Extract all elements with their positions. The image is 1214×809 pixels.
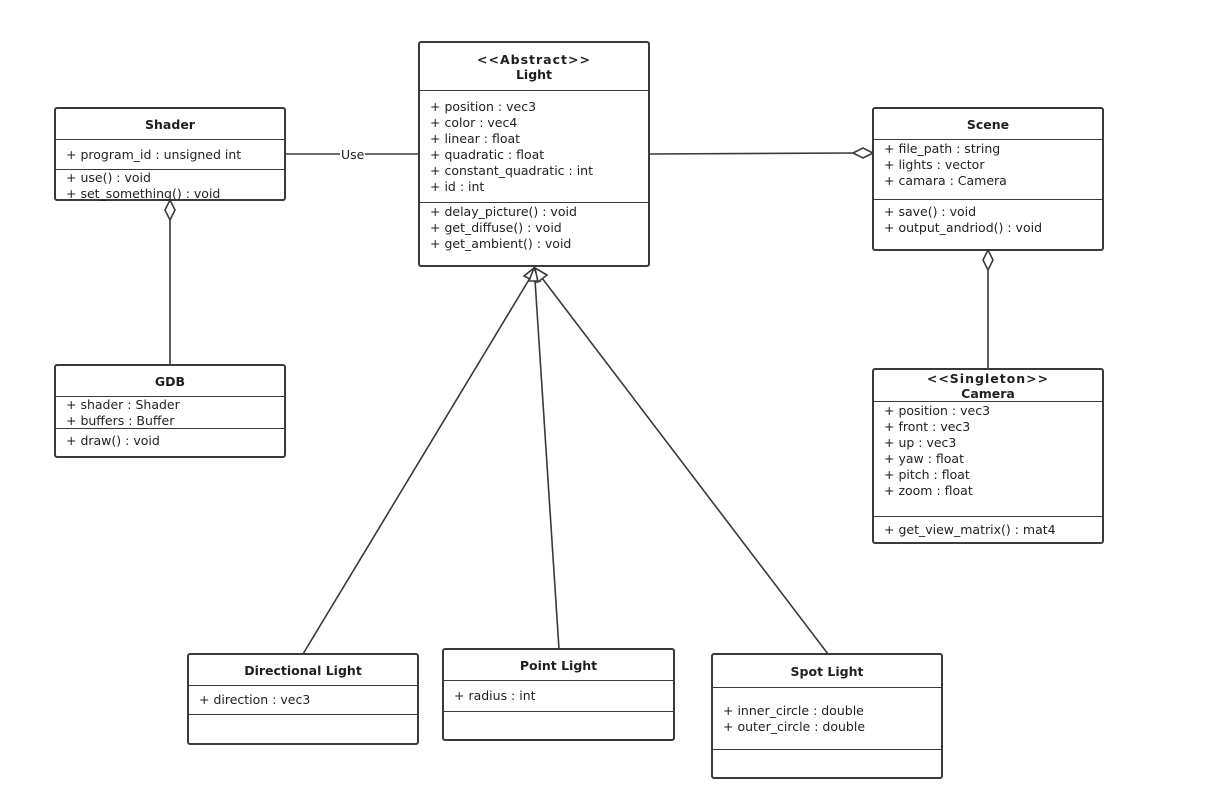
light-attribute: + color : vec4 xyxy=(430,114,518,130)
spot-light-attribute: + inner_circle : double xyxy=(723,702,864,718)
gdb-class-header: GDB xyxy=(56,366,284,397)
light-class-name: Light xyxy=(515,66,553,82)
spot-inheritance-arrow xyxy=(533,266,549,284)
gdb-attributes: + shader : Shader + buffers : Buffer xyxy=(56,397,284,429)
gdb-class[interactable]: GDB + shader : Shader + buffers : Buffer… xyxy=(54,364,286,458)
light-method: + delay_picture() : void xyxy=(430,204,577,219)
scene-attribute: + lights : vector xyxy=(884,157,985,172)
spot-light-class[interactable]: Spot Light + inner_circle : double + out… xyxy=(711,653,943,779)
shader-method: + use() : void xyxy=(66,170,151,185)
camera-stereotype: <<Singleton>> xyxy=(926,370,1050,386)
scene-class-name: Scene xyxy=(966,116,1010,132)
light-attributes: + position : vec3 + color : vec4 + linea… xyxy=(420,91,648,203)
gdb-class-name: GDB xyxy=(154,373,186,389)
scene-light-aggregation-line[interactable] xyxy=(648,152,854,155)
camera-class-header: <<Singleton>> Camera xyxy=(874,370,1102,402)
camera-attribute: + position : vec3 xyxy=(884,403,991,418)
directional-light-class[interactable]: Directional Light + direction : vec3 xyxy=(187,653,419,745)
point-light-name: Point Light xyxy=(519,657,598,673)
camera-class-name: Camera xyxy=(961,385,1015,401)
camera-attribute: + yaw : float xyxy=(884,451,964,466)
gdb-methods: + draw() : void xyxy=(56,429,284,449)
scene-attribute: + file_path : string xyxy=(884,141,1001,156)
shader-aggregation-diamond xyxy=(164,198,176,222)
scene-methods: + save() : void + output_andriod() : voi… xyxy=(874,200,1102,236)
gdb-attribute: + shader : Shader xyxy=(66,396,180,412)
spot-light-attributes: + inner_circle : double + outer_circle :… xyxy=(713,688,941,750)
shader-attributes: + program_id : unsigned int xyxy=(56,140,284,170)
scene-aggregation-diamond xyxy=(851,147,875,159)
gdb-method: + draw() : void xyxy=(66,433,160,448)
shader-class-name: Shader xyxy=(145,116,195,132)
directional-light-header: Directional Light xyxy=(189,655,417,686)
light-stereotype: <<Abstract>> xyxy=(477,51,591,67)
gdb-attribute: + buffers : Buffer xyxy=(66,412,175,428)
camera-aggregation-diamond xyxy=(982,248,994,272)
point-light-header: Point Light xyxy=(444,650,673,681)
light-attribute: + id : int xyxy=(430,178,485,194)
spot-light-header: Spot Light xyxy=(713,655,941,688)
scene-method: + save() : void xyxy=(884,204,977,219)
directional-generalization-line[interactable] xyxy=(302,277,531,655)
point-light-attribute: + radius : int xyxy=(454,688,536,703)
light-methods: + delay_picture() : void + get_diffuse()… xyxy=(420,203,648,252)
spot-light-name: Spot Light xyxy=(790,663,864,679)
light-attribute: + constant_quadratic : int xyxy=(430,162,593,178)
point-light-attributes: + radius : int xyxy=(444,681,673,712)
camera-attributes: + position : vec3 + front : vec3 + up : … xyxy=(874,402,1102,517)
directional-light-name: Directional Light xyxy=(244,662,362,678)
use-relation-label: Use xyxy=(340,147,366,163)
spot-generalization-line[interactable] xyxy=(541,277,829,655)
point-light-class[interactable]: Point Light + radius : int xyxy=(442,648,675,741)
directional-light-attribute: + direction : vec3 xyxy=(199,692,311,707)
scene-class-header: Scene xyxy=(874,109,1102,140)
camera-class[interactable]: <<Singleton>> Camera + position : vec3 +… xyxy=(872,368,1104,544)
light-method: + get_diffuse() : void xyxy=(430,220,562,235)
camera-attribute: + pitch : float xyxy=(884,467,970,482)
point-generalization-line[interactable] xyxy=(534,279,560,650)
light-attribute: + quadratic : float xyxy=(430,146,545,162)
camera-attribute: + up : vec3 xyxy=(884,435,957,450)
shader-class-header: Shader xyxy=(56,109,284,140)
camera-attribute: + front : vec3 xyxy=(884,419,971,434)
spot-light-attribute: + outer_circle : double xyxy=(723,718,866,734)
scene-class[interactable]: Scene + file_path : string + lights : ve… xyxy=(872,107,1104,251)
shader-attribute: + program_id : unsigned int xyxy=(66,146,242,162)
directional-light-attributes: + direction : vec3 xyxy=(189,686,417,715)
light-method: + get_ambient() : void xyxy=(430,236,572,251)
camera-methods: + get_view_matrix() : mat4 xyxy=(874,517,1102,542)
shader-methods: + use() : void + set_something() : void xyxy=(56,170,284,202)
scene-method: + output_andriod() : void xyxy=(884,220,1043,235)
light-attribute: + position : vec3 xyxy=(430,98,537,114)
camera-method: + get_view_matrix() : mat4 xyxy=(884,521,1056,537)
camera-attribute: + zoom : float xyxy=(884,483,973,498)
scene-attribute: + camara : Camera xyxy=(884,173,1007,188)
light-attribute: + linear : float xyxy=(430,130,521,146)
light-class[interactable]: <<Abstract>> Light + position : vec3 + c… xyxy=(418,41,650,267)
scene-attributes: + file_path : string + lights : vector +… xyxy=(874,140,1102,200)
light-class-header: <<Abstract>> Light xyxy=(420,43,648,91)
shader-class[interactable]: Shader + program_id : unsigned int + use… xyxy=(54,107,286,201)
shader-method: + set_something() : void xyxy=(66,186,221,201)
